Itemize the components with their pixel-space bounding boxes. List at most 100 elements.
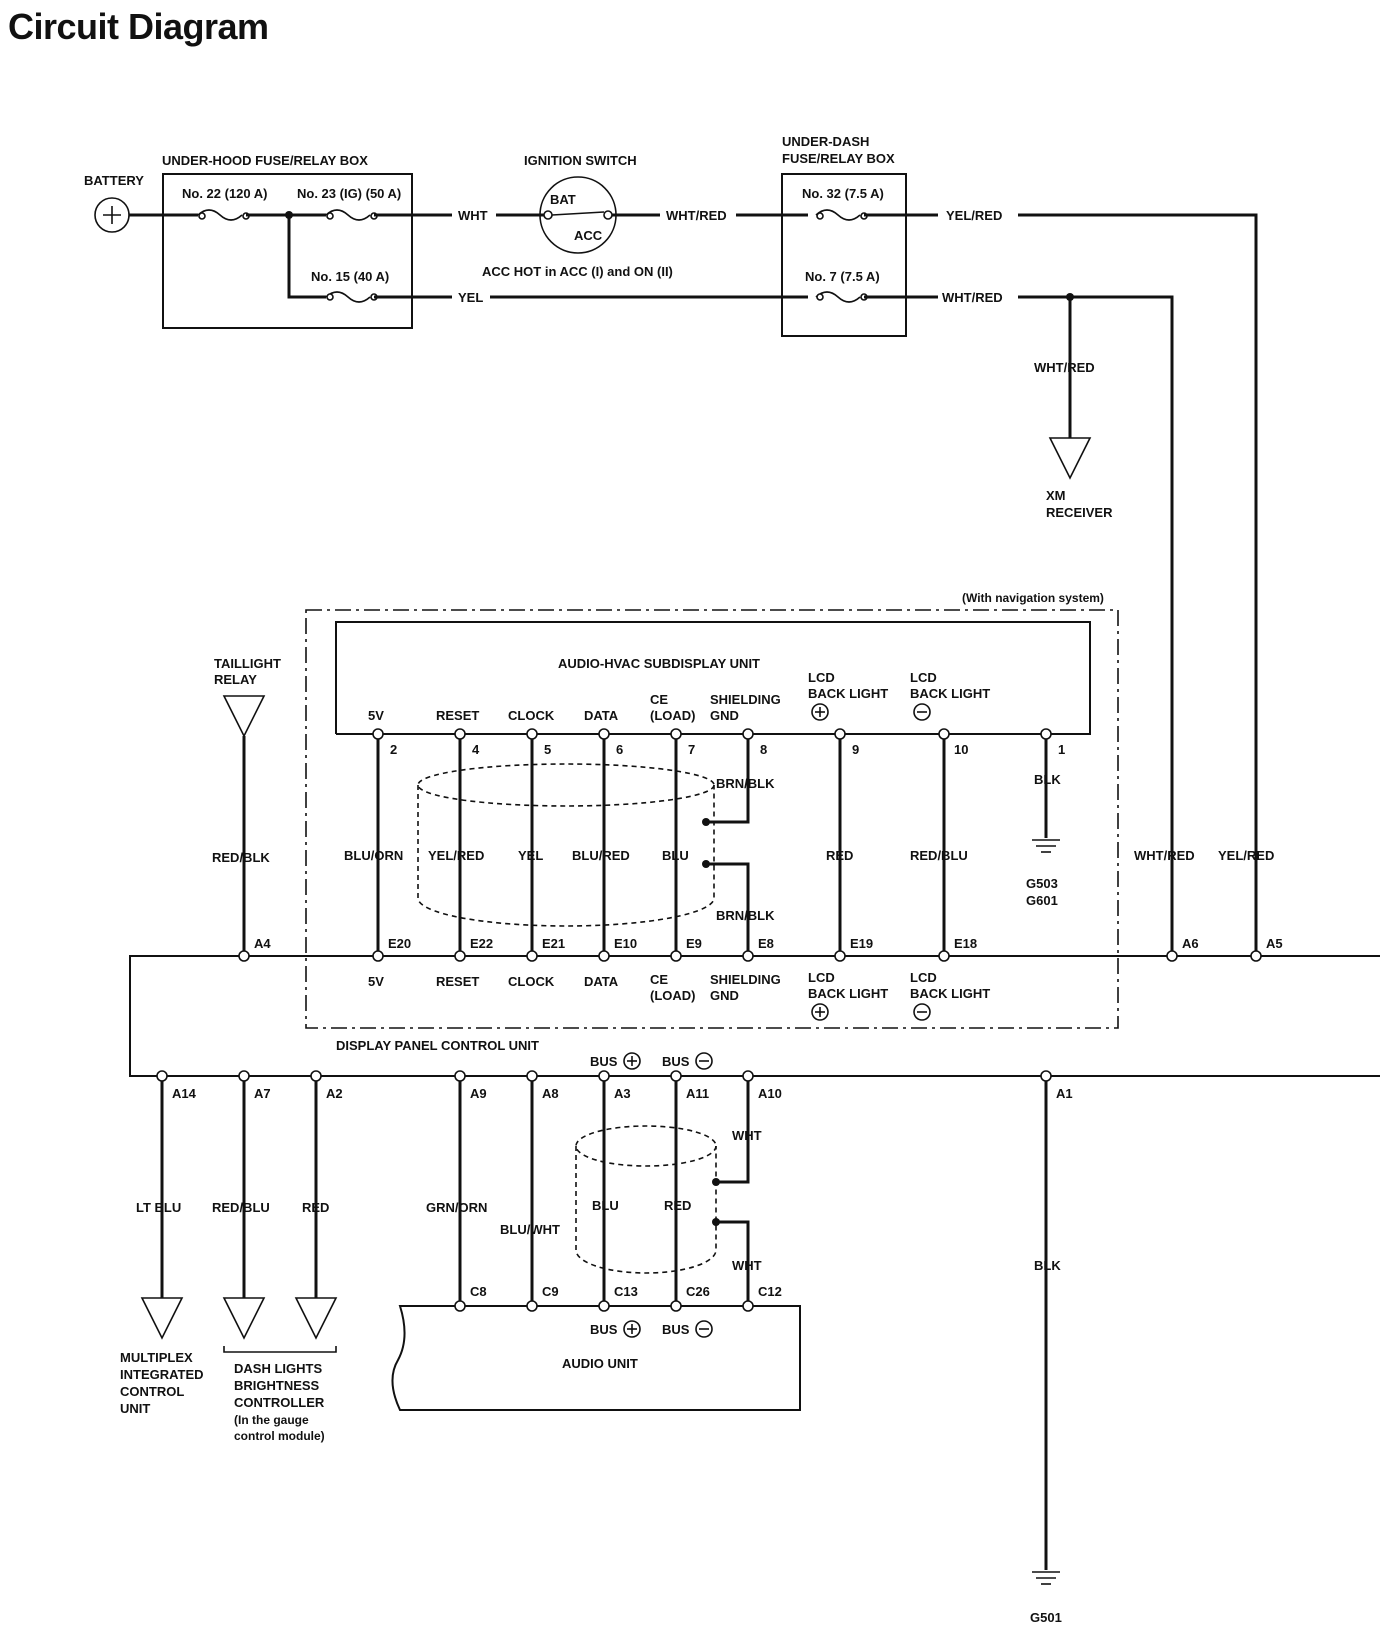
dp-pin-a9: A9 <box>470 1086 487 1101</box>
ground-g503: G503 <box>1026 876 1058 891</box>
ground-g501: G501 <box>1030 1610 1062 1625</box>
wire-yel-red-1-label: YEL/RED <box>946 208 1002 223</box>
wire-wht-1-label: WHT <box>732 1128 762 1143</box>
dash-lights-symbol-2 <box>294 1297 338 1340</box>
wire-lt-blu-label: LT BLU <box>136 1200 181 1215</box>
underdash-fuse-box-label-2: FUSE/RELAY BOX <box>782 151 895 166</box>
dash-lights-bracket <box>223 1346 337 1353</box>
fuse-23-symbol <box>325 209 371 221</box>
audio-pin-c13: C13 <box>614 1284 638 1299</box>
sub-data-label: DATA <box>584 708 619 723</box>
dp-pin-a7: A7 <box>254 1086 271 1101</box>
dp-pin-a8: A8 <box>542 1086 559 1101</box>
dp-pin-a6: A6 <box>1182 936 1199 951</box>
sub-pin-8: 8 <box>760 742 767 757</box>
sub-lcd-minus-label-2: BACK LIGHT <box>910 686 990 701</box>
fuse-7-symbol <box>815 291 861 303</box>
taillight-relay-symbol <box>222 695 266 738</box>
wire-red-blk-label: RED/BLK <box>212 850 270 865</box>
display-panel-control-unit-label: DISPLAY PANEL CONTROL UNIT <box>336 1038 539 1053</box>
wire-blu-2-label: BLU <box>592 1198 619 1213</box>
underdash-fuse-box-label-1: UNDER-DASH <box>782 134 869 149</box>
dp-pin-e19: E19 <box>850 936 873 951</box>
wire-blu-red-label: BLU/RED <box>572 848 630 863</box>
ignition-bat-label: BAT <box>550 192 576 207</box>
fuse-23-label: No. 23 (IG) (50 A) <box>297 186 401 201</box>
sub-lcd-minus-label-1: LCD <box>910 670 937 685</box>
dp-pin-a1: A1 <box>1056 1086 1073 1101</box>
sub-5v-label: 5V <box>368 708 384 723</box>
fuse-15-label: No. 15 (40 A) <box>311 269 389 284</box>
audio-shielded-cable <box>575 1125 717 1274</box>
sub-pin-2: 2 <box>390 742 397 757</box>
dp-lcd-plus-label-2: BACK LIGHT <box>808 986 888 1001</box>
dp-5v-label: 5V <box>368 974 384 989</box>
navigation-option-note: (With navigation system) <box>962 591 1104 605</box>
dp-pin-a5: A5 <box>1266 936 1283 951</box>
plus-sign-icon <box>811 703 829 721</box>
underhood-fuse-box-label: UNDER-HOOD FUSE/RELAY BOX <box>162 153 368 168</box>
sub-pin-9: 9 <box>852 742 859 757</box>
dp-clock-label: CLOCK <box>508 974 555 989</box>
dp-pin-a14: A14 <box>172 1086 197 1101</box>
wire-wht-red-3-label: WHT/RED <box>1134 848 1195 863</box>
wire-wht-red-xm-label: WHT/RED <box>1034 360 1095 375</box>
minus-sign-icon <box>913 703 931 721</box>
sub-lcd-plus-label-2: BACK LIGHT <box>808 686 888 701</box>
wire-red-3-label: RED <box>664 1198 691 1213</box>
dp-ce-label-2: (LOAD) <box>650 988 696 1003</box>
ground-g601: G601 <box>1026 893 1058 908</box>
wire-grn-orn-label: GRN/ORN <box>426 1200 487 1215</box>
multiplex-label-4: UNIT <box>120 1401 150 1416</box>
dp-bus-minus-label: BUS <box>662 1054 690 1069</box>
subdisplay-shielded-cable <box>417 763 715 927</box>
audio-unit-label: AUDIO UNIT <box>562 1356 638 1371</box>
underdash-fuse-box <box>781 173 907 337</box>
fuse-32-label: No. 32 (7.5 A) <box>802 186 884 201</box>
wire-red-blu-label: RED/BLU <box>910 848 968 863</box>
battery-symbol <box>94 197 130 233</box>
taillight-relay-label-2: RELAY <box>214 672 257 687</box>
xm-receiver-symbol <box>1048 437 1092 480</box>
dp-data-label: DATA <box>584 974 619 989</box>
sub-pin-4: 4 <box>472 742 480 757</box>
wire-brn-blk-2-label: BRN/BLK <box>716 908 775 923</box>
wire-red-2-label: RED <box>302 1200 329 1215</box>
dp-pin-a3: A3 <box>614 1086 631 1101</box>
fuse-22-symbol <box>197 209 243 221</box>
plus-sign-icon <box>623 1052 641 1070</box>
sub-pin-7: 7 <box>688 742 695 757</box>
wire-yel-red-2-label: YEL/RED <box>428 848 484 863</box>
sub-pin-1: 1 <box>1058 742 1065 757</box>
fuse-15-symbol <box>325 291 371 303</box>
taillight-relay-label-1: TAILLIGHT <box>214 656 281 671</box>
dp-ce-label-1: CE <box>650 972 668 987</box>
audio-pin-c12: C12 <box>758 1284 782 1299</box>
ground-symbol <box>1032 839 1060 853</box>
wire-blu-orn-label: BLU/ORN <box>344 848 403 863</box>
dp-lcd-minus-label-1: LCD <box>910 970 937 985</box>
battery-label: BATTERY <box>84 173 144 188</box>
dash-lights-label-3: CONTROLLER <box>234 1395 325 1410</box>
sub-pin-10: 10 <box>954 742 968 757</box>
multiplex-label-3: CONTROL <box>120 1384 184 1399</box>
wire-red-blu-2-label: RED/BLU <box>212 1200 270 1215</box>
wire-wht-red-1-label: WHT/RED <box>666 208 727 223</box>
multiplex-unit-symbol <box>140 1297 184 1340</box>
sub-shielding-label-2: GND <box>710 708 739 723</box>
multiplex-label-2: INTEGRATED <box>120 1367 204 1382</box>
wire-blk-2-label: BLK <box>1034 1258 1061 1273</box>
underhood-fuse-box <box>162 173 413 329</box>
dp-reset-label: RESET <box>436 974 479 989</box>
navigation-option-boundary <box>305 609 1119 1029</box>
dash-lights-symbol-1 <box>222 1297 266 1340</box>
sub-ce-label-1: CE <box>650 692 668 707</box>
dp-pin-a4: A4 <box>254 936 271 951</box>
dp-pin-a2: A2 <box>326 1086 343 1101</box>
dash-lights-label-2: BRIGHTNESS <box>234 1378 320 1393</box>
wire-red-label: RED <box>826 848 853 863</box>
sub-pin-6: 6 <box>616 742 623 757</box>
wire-wht-2-label: WHT <box>732 1258 762 1273</box>
dash-lights-label-1: DASH LIGHTS <box>234 1361 322 1376</box>
sub-ce-label-2: (LOAD) <box>650 708 696 723</box>
